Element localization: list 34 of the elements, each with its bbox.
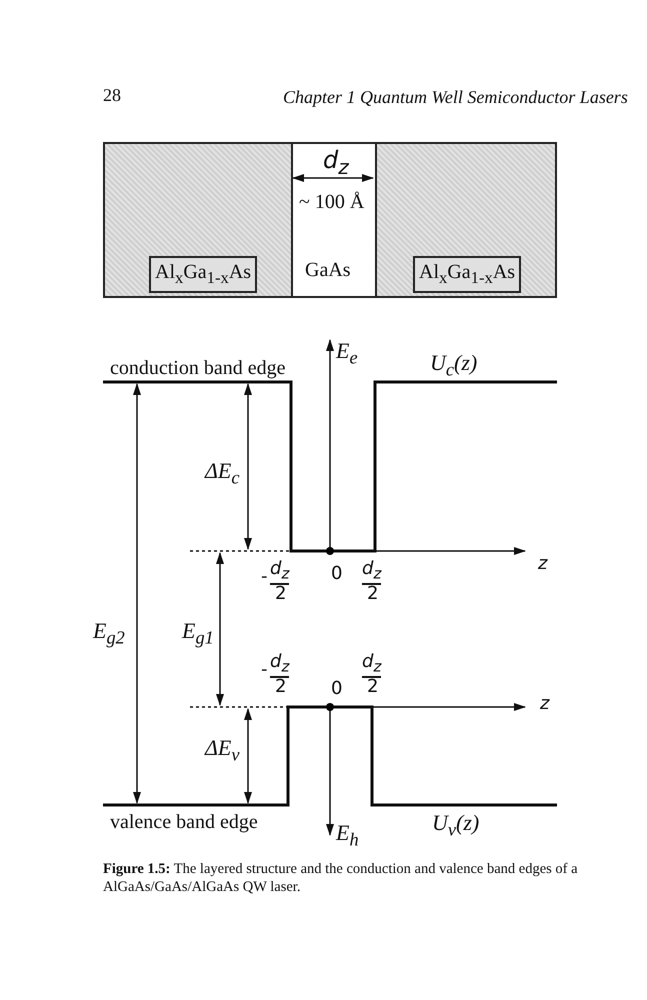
thickness-label: d$_{z}$ bbox=[323, 148, 349, 177]
band-label: conduction band edge bbox=[110, 358, 286, 378]
minus-sign: - bbox=[261, 661, 268, 679]
band-label: valence band edge bbox=[110, 812, 258, 832]
fraction-numerator: d$_{z}$ bbox=[270, 560, 290, 585]
energy-label: E$_{g1}$ bbox=[182, 620, 214, 647]
fraction-denominator: 2 bbox=[275, 678, 286, 696]
fraction-numerator: d$_{z}$ bbox=[362, 653, 382, 678]
fraction-numerator: d$_{z}$ bbox=[362, 560, 382, 585]
origin-label: 0 bbox=[331, 680, 342, 698]
layer-label: Al$_{x}$Ga$_{1-x}$As bbox=[413, 256, 522, 293]
layer-region bbox=[103, 142, 293, 298]
layer-label: GaAs bbox=[305, 260, 351, 280]
layer-region bbox=[375, 142, 557, 298]
caption: Figure 1.5: The layered structure and the conduction and valence band edges of a AlGaAs/GaAs/AlGaAs QW laser. bbox=[103, 860, 579, 896]
fraction-denominator: 2 bbox=[367, 585, 378, 603]
minus-sign: - bbox=[261, 568, 268, 586]
axis-label: E$_{e}$ bbox=[336, 340, 358, 367]
potential-label: U$_{v}$(z) bbox=[432, 812, 480, 839]
fraction-denominator: 2 bbox=[367, 678, 378, 696]
axis-label: z bbox=[538, 555, 548, 573]
fraction-denominator: 2 bbox=[275, 585, 286, 603]
axis-label: z bbox=[540, 695, 550, 713]
axis-label: E$_{h}$ bbox=[336, 822, 359, 849]
energy-label: ΔE$_{c}$ bbox=[205, 460, 240, 487]
fraction-numerator: d$_{z}$ bbox=[270, 653, 290, 678]
layer-label: Al$_{x}$Ga$_{1-x}$As bbox=[149, 256, 258, 293]
energy-label: ΔE$_{v}$ bbox=[205, 737, 240, 764]
thickness-value: ~ 100 Å bbox=[299, 192, 364, 212]
origin-label: 0 bbox=[331, 565, 342, 583]
potential-label: U$_{c}$(z) bbox=[430, 352, 478, 379]
page-number: 28 bbox=[103, 86, 121, 104]
energy-label: E$_{g2}$ bbox=[93, 620, 125, 647]
running-header: Chapter 1 Quantum Well Semiconductor Lasers bbox=[283, 88, 628, 106]
